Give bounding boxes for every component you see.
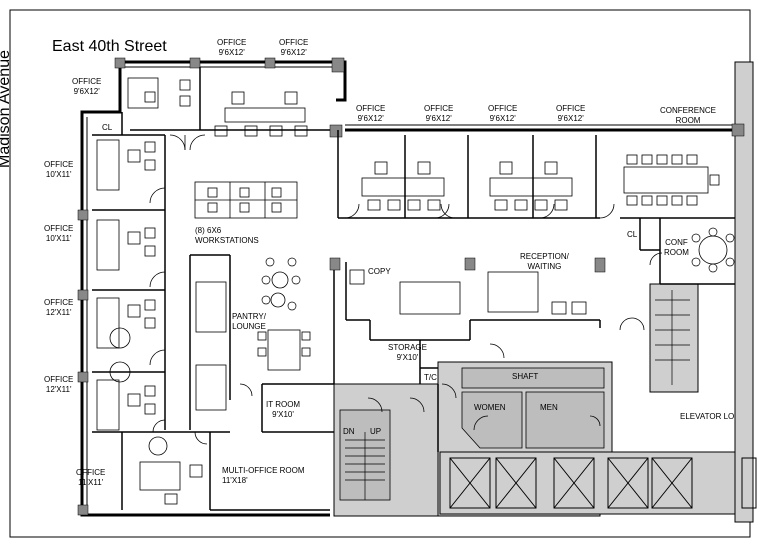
elevator-shafts — [449, 457, 757, 509]
room-closet-right: CL — [627, 230, 638, 239]
exterior-walls — [80, 60, 735, 517]
columns — [77, 57, 745, 516]
stair-dn-label: DN — [343, 427, 355, 436]
chairs — [261, 227, 735, 311]
street-left: Madison Avenue — [0, 49, 14, 169]
interior-walls — [92, 67, 735, 511]
furniture — [96, 77, 728, 505]
stair-up-label: UP — [370, 427, 382, 436]
room-closet-top: CL — [102, 123, 113, 132]
room-men: MEN — [540, 403, 558, 412]
room-women: WOMEN — [474, 403, 506, 412]
street-top: East 40th Street — [52, 38, 167, 55]
door-swings — [149, 134, 663, 445]
area-elevator-lobby: ELEVATOR LO — [680, 412, 735, 421]
room-copy: COPY — [368, 267, 391, 276]
room-tc: T/C — [424, 373, 437, 382]
stair — [345, 290, 690, 500]
room-reception: RECEPTION/WAITING — [520, 252, 569, 271]
room-pantry: PANTRY/LOUNGE — [232, 312, 266, 331]
room-shaft: SHAFT — [512, 372, 539, 381]
